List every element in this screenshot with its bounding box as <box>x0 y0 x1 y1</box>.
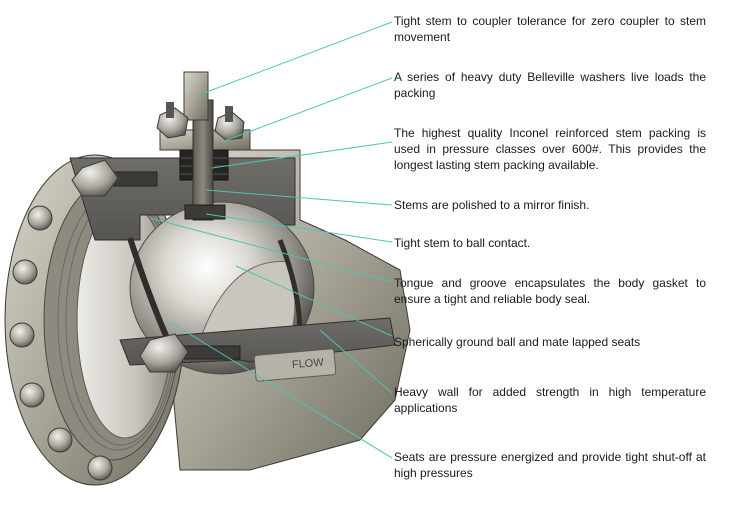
callout-text: Tight stem to ball contact. <box>394 236 531 250</box>
callout-tongue-groove: Tongue and groove encapsulates the body … <box>394 275 706 307</box>
flange-bolt <box>12 259 38 285</box>
leader-line-c8 <box>319 329 393 394</box>
leader-line-c5 <box>205 213 393 243</box>
leader-line-c1 <box>195 21 393 97</box>
callout-text: Heavy wall for added strength in high te… <box>394 385 706 415</box>
callout-stem-coupler: Tight stem to coupler tolerance for zero… <box>394 13 706 45</box>
callout-text: The highest quality Inconel reinforced s… <box>394 126 706 172</box>
leader-line-c3 <box>211 141 393 169</box>
callout-belleville-washers: A series of heavy duty Belleville washer… <box>394 69 706 101</box>
callout-text: Seats are pressure energized and provide… <box>394 450 706 480</box>
gland-nut <box>156 107 189 139</box>
callout-stem-ball-contact: Tight stem to ball contact. <box>394 235 706 251</box>
callout-stem-packing: The highest quality Inconel reinforced s… <box>394 125 706 173</box>
flange-bolt <box>47 427 73 453</box>
leader-lines <box>149 21 393 459</box>
body-nut <box>139 333 189 373</box>
flange-bolt <box>27 205 53 231</box>
nameplate <box>253 348 337 382</box>
seat-ring <box>127 237 173 347</box>
callout-text: Tongue and groove encapsulates the body … <box>394 276 706 306</box>
callout-pressure-seats: Seats are pressure energized and provide… <box>394 449 706 481</box>
nameplate-label: FLOW <box>291 356 324 371</box>
leader-line-c6 <box>149 217 393 283</box>
callout-text: Stems are polished to a mirror finish. <box>394 198 590 212</box>
flange-bolt <box>87 455 113 481</box>
callout-ball-seats: Spherically ground ball and mate lapped … <box>394 334 706 350</box>
stem-tang <box>184 204 226 220</box>
leader-line-c2 <box>221 77 393 143</box>
flange-bolt <box>9 322 35 348</box>
callout-text: Spherically ground ball and mate lapped … <box>394 335 641 349</box>
leader-line-c9 <box>169 321 393 459</box>
leader-line-c4 <box>205 189 393 206</box>
flange-bolt <box>19 382 45 408</box>
callout-heavy-wall: Heavy wall for added strength in high te… <box>394 384 706 416</box>
callout-polished-stems: Stems are polished to a mirror finish. <box>394 197 706 213</box>
callout-text: A series of heavy duty Belleville washer… <box>394 70 706 100</box>
body-nut <box>71 159 119 197</box>
callout-text: Tight stem to coupler tolerance for zero… <box>394 14 706 44</box>
leader-line-c7 <box>235 265 393 337</box>
